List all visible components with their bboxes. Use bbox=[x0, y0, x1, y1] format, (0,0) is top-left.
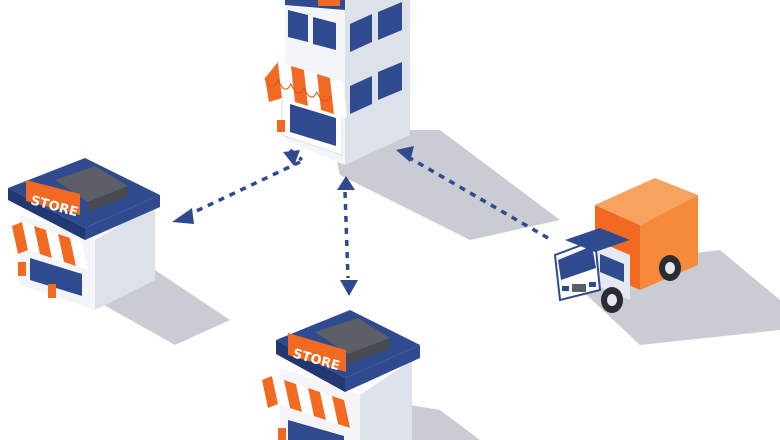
bottom-store-base-accent bbox=[278, 428, 286, 440]
truck-cargo-side bbox=[640, 195, 698, 290]
warehouse-shop-window bbox=[290, 104, 336, 146]
truck-cargo-top bbox=[595, 178, 698, 225]
truck-side-window bbox=[600, 254, 624, 282]
store-building-icon: STORE bbox=[262, 310, 420, 440]
arrowhead-warehouse-up bbox=[337, 176, 355, 190]
warehouse-base-accent bbox=[277, 120, 285, 132]
bottom-store-sign-board bbox=[288, 333, 346, 372]
warehouse-window-right-3 bbox=[350, 76, 372, 114]
truck-cab-roof bbox=[565, 228, 630, 252]
truck-wheel-front-hub bbox=[607, 294, 617, 306]
arrowhead-warehouse-right bbox=[396, 146, 414, 162]
left-store-base-accent-1 bbox=[18, 262, 26, 276]
left-store-roof-side bbox=[85, 195, 160, 240]
left-store-roof-block-side bbox=[88, 186, 128, 212]
left-store-awning bbox=[12, 222, 88, 270]
truck-headlight-left bbox=[562, 286, 569, 291]
warehouse-awning bbox=[264, 62, 347, 118]
warehouse-window-right-2 bbox=[378, 2, 402, 40]
left-store-side-wall bbox=[95, 205, 155, 310]
arrowhead-warehouse-left bbox=[283, 150, 300, 166]
left-store-sign-board bbox=[26, 180, 80, 215]
delivery-truck-icon bbox=[553, 178, 698, 313]
route-warehouse-to-bottom-store bbox=[343, 191, 350, 279]
warehouse-top-accent bbox=[318, 0, 340, 6]
arrowhead-bottom-store bbox=[340, 280, 358, 296]
left-store-window bbox=[30, 258, 82, 296]
arrowhead-left-store bbox=[172, 208, 194, 224]
truck-windshield bbox=[558, 246, 596, 280]
bottom-store-roof-block-side bbox=[348, 338, 390, 364]
store-building-icon: STORE bbox=[8, 158, 160, 310]
bottom-store-side-wall bbox=[360, 360, 412, 440]
warehouse-window-left-2 bbox=[313, 17, 336, 50]
route-arrowheads bbox=[172, 146, 414, 296]
bottom-store-window bbox=[288, 420, 344, 440]
bottom-store-roof-side bbox=[345, 345, 420, 392]
left-store-roof-block bbox=[55, 166, 128, 202]
route-warehouse-to-left-store bbox=[187, 160, 301, 217]
truck-wheel-rear-hub bbox=[665, 262, 675, 274]
left-store-base-accent-2 bbox=[48, 284, 56, 298]
truck-grille bbox=[572, 284, 586, 292]
warehouse-window-left-1 bbox=[288, 10, 308, 42]
bottom-store-awning bbox=[262, 376, 350, 428]
route-truck-to-warehouse bbox=[407, 155, 549, 240]
bottom-store-roof-block bbox=[315, 318, 390, 354]
warehouse-building-icon bbox=[264, 0, 410, 165]
warehouse-window-right-1 bbox=[350, 14, 372, 52]
truck-headlight-right bbox=[589, 282, 596, 287]
warehouse-window-right-4 bbox=[378, 62, 402, 100]
